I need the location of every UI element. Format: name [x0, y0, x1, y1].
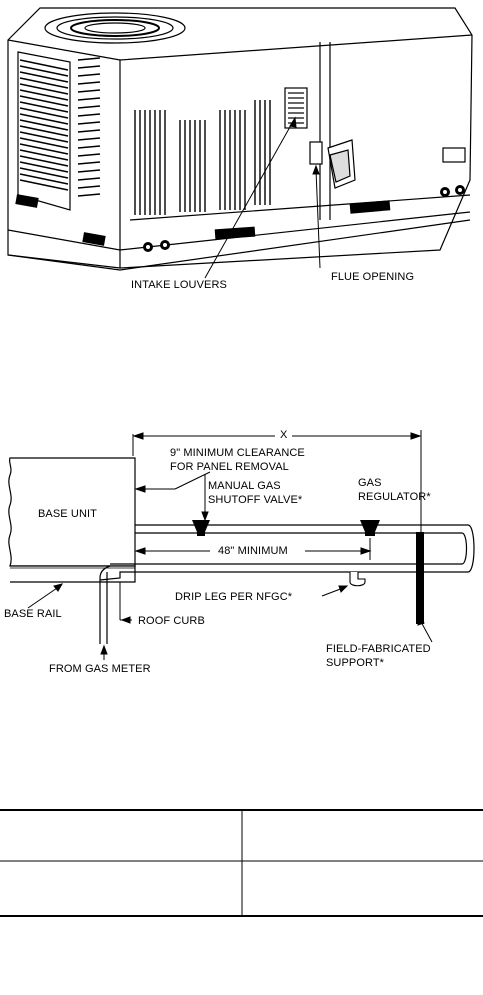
label-manual-valve-line2: SHUTOFF VALVE*	[208, 494, 303, 506]
label-48-minimum: 48" MINIMUM	[218, 545, 288, 557]
table-row	[0, 810, 483, 861]
intake-louvers-grille	[134, 100, 271, 215]
table-row	[0, 862, 483, 916]
gas-regulator-symbol	[360, 520, 380, 536]
label-gas-regulator-line2: REGULATOR*	[358, 491, 431, 503]
condenser-fan	[44, 12, 186, 44]
field-support-bar	[416, 532, 424, 624]
label-flue-opening: FLUE OPENING	[331, 271, 415, 283]
label-base-rail: BASE RAIL	[4, 608, 62, 620]
label-from-gas-meter: FROM GAS METER	[49, 663, 151, 675]
label-clearance-line2: FOR PANEL REMOVAL	[170, 461, 289, 473]
label-intake-louvers: INTAKE LOUVERS	[131, 279, 227, 291]
flue-opening-hood	[309, 139, 466, 189]
label-manual-valve-line1: MANUAL GAS	[208, 480, 281, 492]
label-support-line1: FIELD-FABRICATED	[326, 643, 431, 655]
gas-piping-diagram	[8, 430, 475, 660]
rooftop-unit-illustration	[7, 7, 473, 279]
label-clearance-line1: 9" MINIMUM CLEARANCE	[170, 447, 305, 459]
label-gas-regulator-line1: GAS	[358, 477, 382, 489]
manual-gas-valve-symbol	[192, 520, 210, 536]
label-base-unit: BASE UNIT	[38, 508, 97, 520]
label-support-line2: SUPPORT*	[326, 657, 385, 669]
label-drip-leg: DRIP LEG PER NFGC*	[175, 591, 293, 603]
base-unit-box	[8, 457, 136, 567]
blank-table	[0, 809, 483, 917]
label-roof-curb: ROOF CURB	[138, 615, 205, 627]
label-dimension-x: X	[280, 429, 288, 441]
